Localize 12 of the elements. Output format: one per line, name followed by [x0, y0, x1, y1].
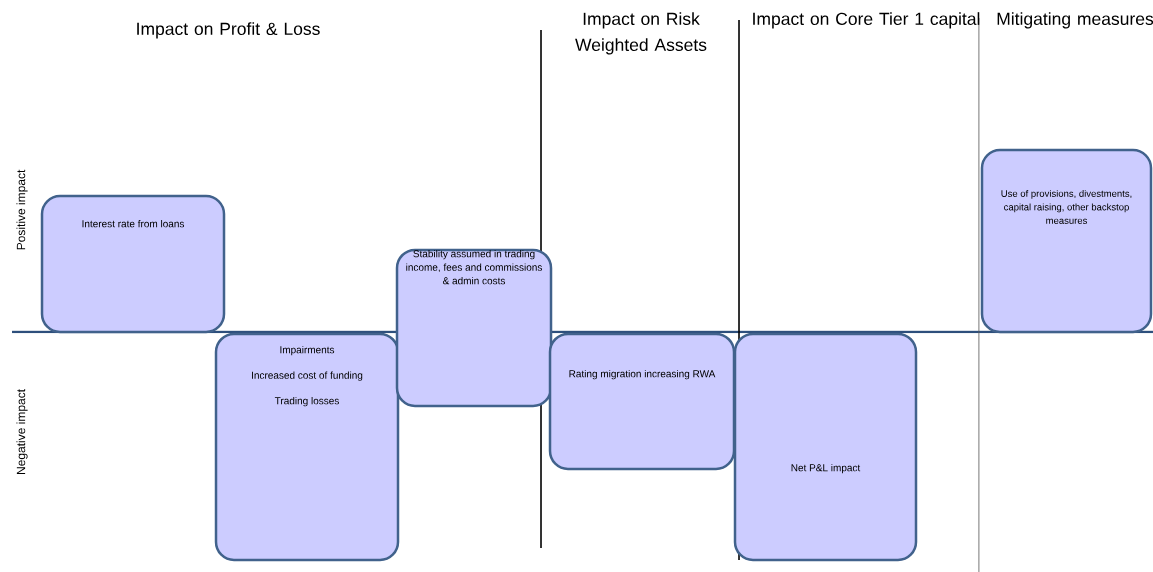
text-box: Rating migration increasing RWA [548, 332, 736, 471]
column-heading: Impact on Risk Weighted Assets [575, 12, 707, 55]
column-heading: Mitigating measures [997, 12, 1153, 29]
text-box: Stability assumed in trading income, fees and commissions & admin costs [395, 248, 553, 408]
text-box: Net P&L impact [733, 332, 918, 562]
text-box: Use of provisions, divestments, capital raising, other backstop measures [980, 148, 1153, 334]
text-box: Interest rate from loans [40, 194, 226, 334]
column-heading: Impact on Core Tier 1 capital [753, 12, 980, 29]
column-heading: Impact on Profit & Loss [137, 22, 320, 39]
axis-label: Positive impact [16, 169, 28, 250]
axis-label: Negative impact [16, 389, 28, 474]
text-box: Impairments Increased cost of funding Trading losses [214, 332, 400, 562]
